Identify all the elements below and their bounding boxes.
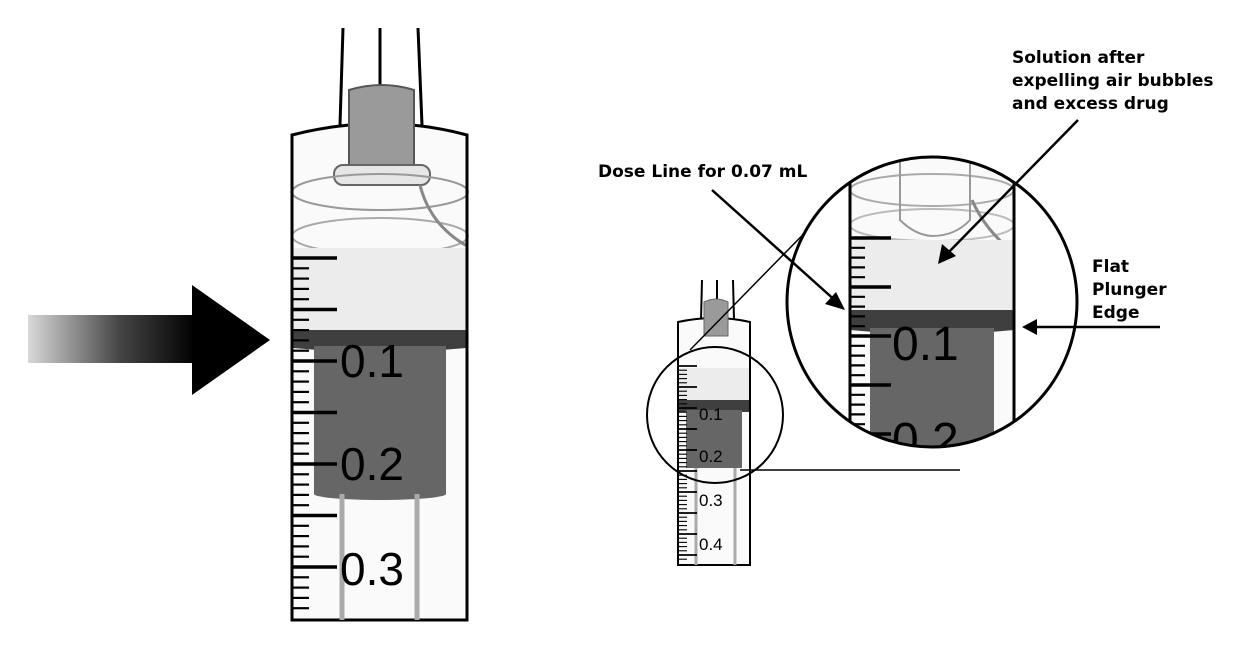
callout-plunger-edge: Flat Plunger Edge (1022, 257, 1167, 335)
callout-dose-line: Dose Line for 0.07 mL (598, 162, 845, 310)
callout-dose-line-text: Dose Line for 0.07 mL (598, 162, 808, 182)
callout-solution-line-2: expelling air bubbles (1012, 71, 1214, 91)
large-scale-label-0-2: 0.2 (340, 438, 404, 490)
callout-solution: Solution after expelling air bubbles and… (938, 48, 1214, 264)
small-syringe-scale-ticks (679, 365, 697, 560)
callout-dose-line-arrowhead (825, 292, 845, 310)
large-scale-label-0-3: 0.3 (340, 543, 404, 595)
callout-solution-arrowhead (938, 244, 956, 264)
small-scale-label-0-4: 0.4 (699, 535, 723, 554)
small-scale-label-0-1: 0.1 (699, 405, 723, 424)
left-pointer-arrow (28, 285, 270, 395)
callout-plunger-arrowhead (1022, 319, 1037, 335)
callout-plunger-line-3: Edge (1092, 303, 1139, 323)
small-scale-label-0-3: 0.3 (699, 491, 723, 510)
callout-solution-line-1: Solution after (1012, 48, 1145, 68)
callout-plunger-line-2: Plunger (1092, 280, 1167, 300)
callout-plunger-line-1: Flat (1092, 257, 1129, 277)
magnified-view: 0.1 0.2 (785, 155, 1079, 467)
magnified-scale-label-0-1: 0.1 (892, 318, 959, 371)
callout-solution-arrow (944, 119, 1079, 257)
small-syringe: 0.1 0.2 0.3 0.4 (677, 279, 751, 566)
large-syringe: 0.1 0.2 0.3 (290, 27, 469, 622)
callout-dose-line-arrow (711, 189, 839, 304)
callout-solution-line-3: and excess drug (1012, 94, 1169, 114)
zoom-source-circle (646, 346, 784, 484)
large-scale-label-0-1: 0.1 (340, 335, 404, 387)
large-syringe-scale-ticks (293, 256, 337, 610)
magnified-scale-label-0-2: 0.2 (892, 414, 959, 467)
small-scale-label-0-2: 0.2 (699, 447, 723, 466)
